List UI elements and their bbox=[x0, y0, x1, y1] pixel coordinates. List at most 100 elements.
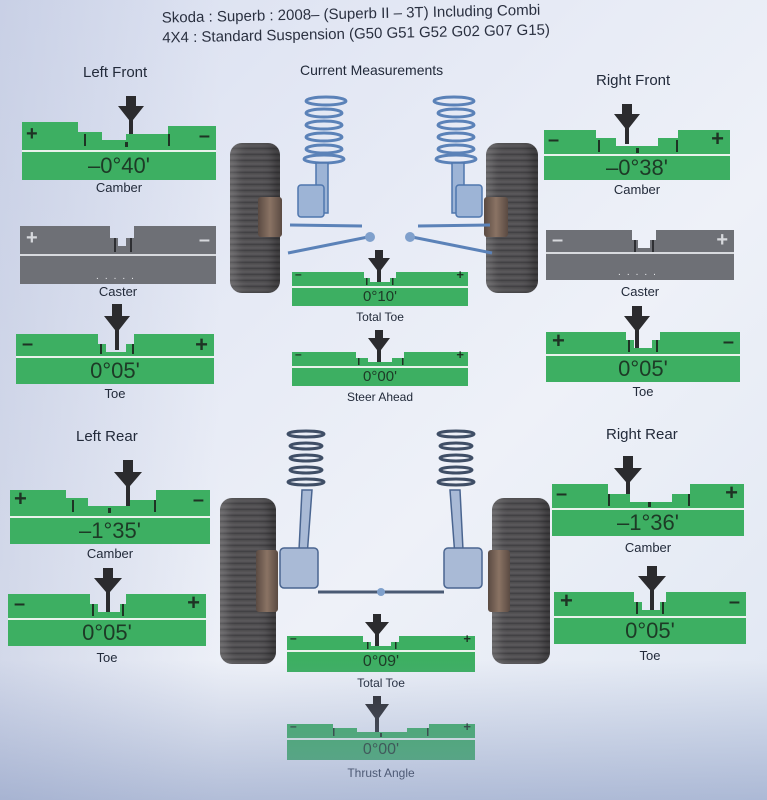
plus-sign: + bbox=[716, 229, 728, 251]
pointer-icon bbox=[368, 330, 390, 366]
pointer-icon bbox=[614, 456, 642, 502]
plus-sign: + bbox=[195, 332, 208, 357]
pointer-icon bbox=[365, 614, 389, 652]
toe-value: 0°05' bbox=[546, 354, 740, 382]
thrust-angle-label: Thrust Angle bbox=[347, 766, 415, 780]
right-front-hub bbox=[484, 197, 508, 237]
minus-sign: – bbox=[22, 333, 34, 355]
toe-label: Toe bbox=[96, 650, 118, 665]
pointer-icon bbox=[638, 566, 666, 612]
pointer-icon bbox=[94, 568, 122, 614]
right-front-camber-gauge: – + –0°38' Camber bbox=[544, 104, 730, 200]
left-front-hub bbox=[258, 197, 282, 237]
left-front-toe-gauge: – + 0°05' Toe bbox=[16, 304, 214, 406]
plus-sign: + bbox=[463, 631, 471, 646]
right-rear-toe-gauge: + – 0°05' Toe bbox=[554, 566, 746, 664]
pointer-icon bbox=[614, 104, 640, 144]
toe-value: 0°05' bbox=[8, 618, 206, 646]
minus-sign: – bbox=[548, 129, 560, 151]
total-toe-value: 0°10' bbox=[292, 286, 468, 306]
camber-value: –1°36' bbox=[552, 508, 744, 536]
left-rear-title: Left Rear bbox=[76, 428, 138, 445]
plus-sign: + bbox=[14, 486, 27, 511]
total-toe-label: Total Toe bbox=[356, 310, 404, 324]
right-rear-drum bbox=[488, 550, 510, 612]
total-toe-label: Total Toe bbox=[357, 676, 405, 690]
left-front-camber-gauge: + – –0°40' Camber bbox=[22, 96, 216, 195]
left-front-title: Left Front bbox=[83, 64, 148, 81]
steer-ahead-scale bbox=[292, 352, 468, 366]
plus-sign: + bbox=[26, 227, 38, 249]
caster-scale bbox=[546, 230, 734, 252]
plus-sign: + bbox=[187, 590, 200, 615]
left-front-caster-gauge: + – ..... Caster bbox=[20, 226, 216, 306]
total-toe-scale bbox=[292, 272, 468, 286]
front-suspension-illustration bbox=[228, 85, 546, 300]
plus-sign: + bbox=[456, 347, 464, 362]
toe-value: 0°05' bbox=[16, 356, 214, 384]
pointer-icon bbox=[118, 96, 144, 138]
camber-label: Camber bbox=[613, 182, 661, 197]
minus-sign: – bbox=[14, 593, 26, 615]
right-rear-title: Right Rear bbox=[606, 426, 678, 443]
vehicle-header: Skoda : Superb : 2008– (Superb II – 3T) … bbox=[162, 0, 603, 49]
plus-sign: + bbox=[463, 719, 471, 734]
camber-scale bbox=[10, 490, 210, 516]
minus-sign: – bbox=[552, 229, 564, 251]
toe-label: Toe bbox=[104, 386, 126, 401]
camber-value: –1°35' bbox=[10, 516, 210, 544]
current-measurements-title: Current Measurements bbox=[300, 62, 444, 78]
camber-scale bbox=[22, 122, 216, 150]
toe-scale bbox=[16, 334, 214, 356]
rear-total-toe-gauge: – + 0°09' Total Toe bbox=[287, 614, 475, 692]
caster-label: Caster bbox=[620, 284, 660, 299]
minus-sign: – bbox=[290, 631, 297, 645]
minus-sign: – bbox=[290, 719, 297, 733]
plus-sign: + bbox=[456, 267, 464, 282]
front-strut-svg bbox=[287, 95, 493, 255]
plus-sign: + bbox=[26, 123, 38, 145]
pointer-icon bbox=[104, 304, 130, 350]
left-rear-drum bbox=[256, 550, 278, 612]
plus-sign: + bbox=[560, 588, 573, 613]
plus-sign: + bbox=[711, 126, 724, 151]
left-rear-toe-gauge: – + 0°05' Toe bbox=[8, 568, 206, 668]
steer-ahead-value: 0°00' bbox=[292, 366, 468, 386]
minus-sign: – bbox=[556, 483, 568, 505]
minus-sign: – bbox=[722, 331, 734, 353]
thrust-angle-scale bbox=[287, 724, 475, 738]
pointer-icon bbox=[114, 460, 142, 508]
camber-scale bbox=[544, 130, 730, 154]
right-front-caster-gauge: – + ..... Caster bbox=[546, 230, 734, 306]
total-toe-value: 0°09' bbox=[287, 650, 475, 672]
thrust-angle-gauge: – + 0°00' Thrust Angle bbox=[287, 696, 475, 782]
minus-sign: – bbox=[728, 591, 740, 613]
caster-value: ..... bbox=[546, 252, 734, 280]
pointer-icon bbox=[624, 306, 650, 350]
rear-suspension-illustration bbox=[218, 420, 558, 665]
minus-sign: – bbox=[295, 267, 302, 281]
camber-scale bbox=[552, 484, 744, 508]
rear-strut-svg bbox=[279, 429, 483, 596]
right-rear-camber-gauge: – + –1°36' Camber bbox=[552, 456, 744, 556]
toe-label: Toe bbox=[639, 648, 661, 663]
front-total-toe-gauge: – + 0°10' Total Toe bbox=[292, 250, 468, 326]
total-toe-scale bbox=[287, 636, 475, 650]
toe-value: 0°05' bbox=[554, 616, 746, 644]
caster-label: Caster bbox=[98, 284, 138, 299]
plus-sign: + bbox=[725, 480, 738, 505]
minus-sign: – bbox=[198, 229, 210, 251]
left-rear-camber-gauge: + – –1°35' Camber bbox=[10, 460, 210, 564]
minus-sign: – bbox=[192, 489, 204, 511]
caster-scale bbox=[20, 226, 216, 254]
minus-sign: – bbox=[295, 347, 302, 361]
toe-scale bbox=[8, 594, 206, 618]
toe-scale bbox=[546, 332, 740, 354]
toe-scale bbox=[554, 592, 746, 616]
camber-label: Camber bbox=[95, 180, 143, 195]
camber-label: Camber bbox=[86, 546, 134, 561]
right-front-title: Right Front bbox=[596, 72, 671, 89]
plus-sign: + bbox=[552, 328, 565, 353]
pointer-icon bbox=[368, 250, 390, 286]
toe-label: Toe bbox=[632, 384, 654, 399]
